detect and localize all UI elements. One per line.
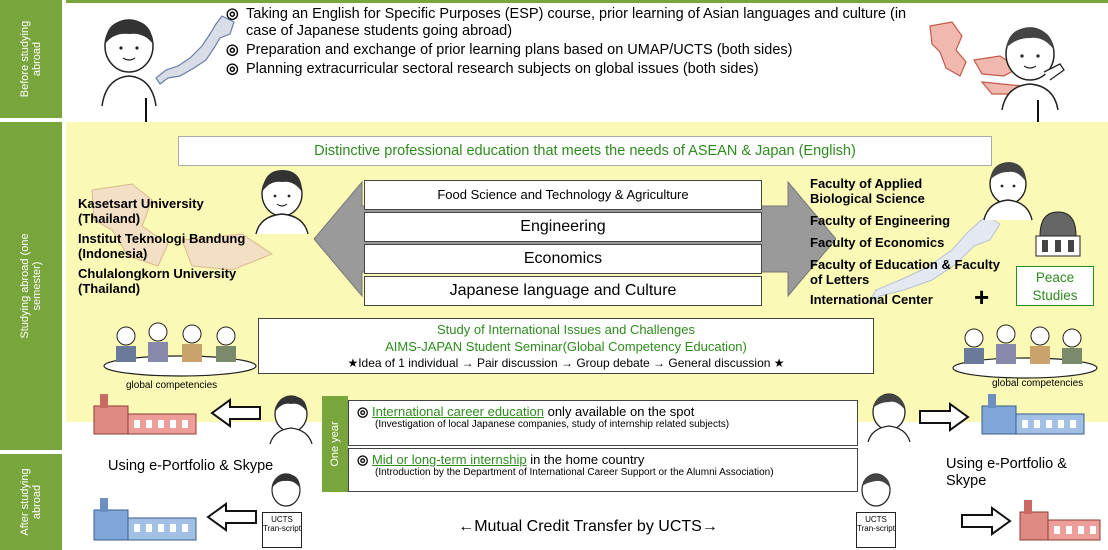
student-left-icon — [101, 19, 157, 106]
program-box: Japanese language and Culture — [364, 276, 762, 306]
japan-map-right-icon — [867, 215, 1001, 305]
faculty-item: Faculty of Engineering — [810, 213, 951, 228]
program-label: Engineering — [520, 218, 606, 235]
bullet-mark: ◎ — [357, 452, 369, 467]
factory-right-icon — [981, 394, 1085, 435]
bullet-mark: ◎ — [226, 6, 239, 22]
faculty-item: Faculty of Education & Faculty of Letter… — [810, 257, 1000, 287]
career-rest: only available on the spot — [543, 404, 695, 419]
seminar-box: Study of International Issues and Challe… — [258, 318, 874, 374]
transcript-left-label: UCTS Tran-script — [263, 515, 301, 533]
seminar-line2: AIMS-JAPAN Student Seminar(Global Compet… — [385, 339, 747, 354]
dome-building-icon — [1035, 211, 1081, 257]
factory-left-icon — [93, 394, 197, 435]
plus-sign: + — [974, 282, 990, 312]
career-note: (Investigation of local Japanese compani… — [375, 419, 730, 430]
before-section — [66, 0, 1108, 121]
faculty-item: Faculty of Economics — [810, 235, 945, 250]
bullet-mark: ◎ — [226, 61, 239, 77]
program-box: Economics — [364, 244, 762, 274]
program-label: Economics — [523, 250, 603, 267]
transcript-left: UCTS Tran-script — [262, 512, 302, 548]
global-competencies-left: global competencies — [126, 380, 218, 391]
student-male-icon — [983, 162, 1033, 220]
internship-line: ◎ Mid or long-term internship in the hom… — [357, 452, 849, 467]
program-box: Engineering — [364, 212, 762, 242]
peace-studies-box: Peace Studies — [1016, 266, 1094, 306]
university-list: Kasetsart University (Thailand) Institut… — [78, 196, 308, 296]
internship-link[interactable]: Mid or long-term internship — [371, 452, 527, 467]
headline-box: Distinctive professional education that … — [178, 136, 992, 166]
sidebar-studying: Studying abroad (one semester) — [0, 122, 62, 450]
peace-studies-label: Peace Studies — [1032, 270, 1078, 303]
internship-note: (Introduction by the Department of Inter… — [375, 467, 774, 478]
sidebar-after: After studying abroad — [0, 454, 62, 550]
arrow-right-after-icon — [961, 506, 1012, 536]
student-transcript-right-icon — [861, 473, 891, 507]
seminar-group-left-icon — [103, 322, 257, 377]
before-bullet: ◎ Planning extracurricular sectoral rese… — [226, 61, 926, 78]
arrow-left-outline-icon — [210, 398, 261, 428]
career-box: ◎ International career education only av… — [348, 400, 858, 446]
mutual-credit-transfer: ←Mutual Credit Transfer by UCTS→ — [458, 518, 718, 535]
bullet-mark: ◎ — [357, 404, 369, 419]
career-link[interactable]: International career education — [371, 404, 544, 419]
before-bullets: ◎ Taking an English for Specific Purpose… — [226, 6, 926, 78]
after-left-tool: Using e-Portfolio & Skype — [108, 458, 274, 474]
japan-map-icon — [155, 15, 235, 85]
program-box: Food Science and Technology & Agricultur… — [364, 180, 762, 210]
sidebar-before-label: Before studying abroad — [19, 20, 43, 98]
before-bullet: ◎ Taking an English for Specific Purpose… — [226, 6, 926, 40]
before-bullet-text: Taking an English for Specific Purposes … — [246, 6, 907, 39]
arrow-left-after-icon — [206, 502, 257, 532]
bullet-mark: ◎ — [226, 42, 239, 58]
internship-box: ◎ Mid or long-term internship in the hom… — [348, 448, 858, 492]
transcript-right-label: UCTS Tran-script — [857, 515, 895, 533]
transcript-right: UCTS Tran-script — [856, 512, 896, 548]
headline-text: Distinctive professional education that … — [314, 143, 856, 159]
before-bullet-text: Planning extracurricular sectoral resear… — [246, 61, 759, 77]
seminar-line3: ★Idea of 1 individual → Pair discussion … — [347, 356, 785, 370]
program-label: Food Science and Technology & Agricultur… — [437, 187, 689, 202]
sea-map-icon — [91, 183, 274, 271]
student-man-icon — [867, 393, 911, 442]
before-bullet: ◎ Preparation and exchange of prior lear… — [226, 42, 926, 59]
sidebar-before: Before studying abroad — [0, 0, 62, 118]
faculty-item: Faculty of Applied Biological Science — [810, 176, 925, 206]
career-line: ◎ International career education only av… — [357, 404, 849, 419]
arrow-right-outline-icon — [919, 402, 970, 432]
seminar-group-right-icon — [952, 324, 1098, 379]
one-year-tab: One year — [322, 396, 348, 492]
faculty-item: International Center — [810, 292, 933, 307]
one-year-label: One year — [329, 421, 341, 467]
university-item: Chulalongkorn University (Thailand) — [78, 266, 237, 296]
internship-rest: in the home country — [526, 452, 645, 467]
seminar-line1: Study of International Issues and Challe… — [436, 322, 695, 337]
student-woman-icon — [269, 395, 313, 444]
sidebar-studying-label: Studying abroad (one semester) — [19, 233, 43, 339]
factory-red-right-icon — [1019, 500, 1101, 541]
university-item: Kasetsart University (Thailand) — [78, 196, 204, 226]
global-competencies-right: global competencies — [992, 378, 1084, 389]
university-item: Institut Teknologi Bandung (Indonesia) — [78, 231, 246, 261]
student-right-icon — [1001, 27, 1065, 110]
student-transcript-left-icon — [271, 473, 301, 507]
sidebar-after-label: After studying abroad — [19, 468, 43, 536]
after-right-tool: Using e-Portfolio & Skype — [946, 456, 1067, 489]
program-label: Japanese language and Culture — [449, 282, 677, 299]
factory-blue-left-icon — [93, 498, 197, 541]
before-bullet-text: Preparation and exchange of prior learni… — [246, 42, 793, 58]
student-female-icon — [255, 170, 309, 234]
